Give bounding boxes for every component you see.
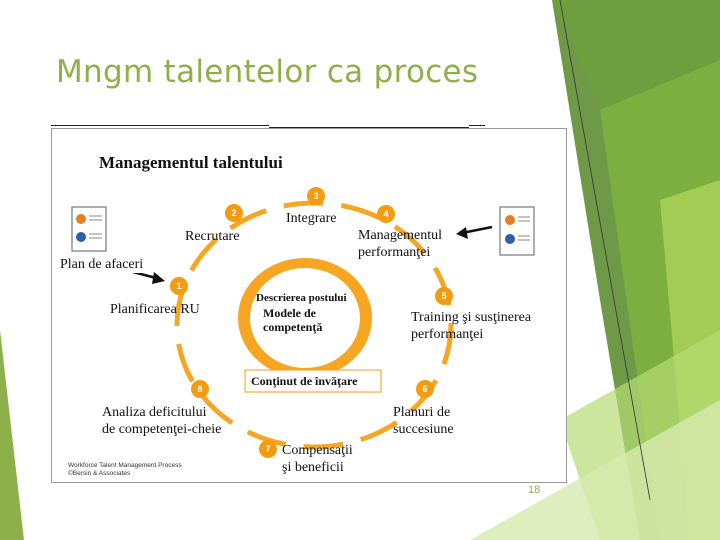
svg-text:8: 8: [197, 384, 202, 394]
svg-text:5: 5: [441, 291, 446, 301]
step-5-marker: 5: [435, 287, 453, 305]
diagram-graphics: 1 2 3 4 5 6 7 8: [71, 187, 535, 458]
step-3-label: Integrare: [286, 211, 337, 226]
step-8-marker: 8: [191, 380, 209, 398]
title-underline: [469, 125, 485, 126]
document-chart-icon-right: [499, 206, 535, 256]
step-3-marker: 3: [307, 187, 325, 205]
step-2-label: Recrutare: [185, 229, 240, 244]
svg-text:4: 4: [383, 209, 388, 219]
step-2-marker: 2: [225, 204, 243, 222]
svg-text:1: 1: [176, 281, 181, 291]
core-circle-center: [250, 268, 360, 368]
document-chart-icon-left: [71, 206, 107, 252]
svg-text:3: 3: [313, 191, 318, 201]
svg-text:6: 6: [422, 384, 427, 394]
job-description-label: Descrierea postului: [256, 292, 347, 304]
step-6-marker: 6: [416, 380, 434, 398]
figure-title: Managementul talentului: [99, 153, 283, 172]
figure-credit: Workforce Talent Management Process©Bers…: [68, 462, 182, 477]
arrow-icon: [456, 225, 493, 239]
step-1-label: Planificarea RU: [110, 302, 200, 317]
business-plan-label: Plan de afaceri: [60, 256, 144, 273]
talent-management-diagram: 1 2 3 4 5 6 7 8: [51, 128, 567, 483]
step-7-marker: 7: [259, 440, 277, 458]
step-1-marker: 1: [170, 277, 188, 295]
slide-title: Mngm talentelor ca proces: [56, 54, 479, 90]
step-4-marker: 4: [377, 205, 395, 223]
title-underline: [51, 125, 269, 126]
learning-content-label: Conţinut de învăţare: [251, 374, 358, 388]
svg-text:2: 2: [231, 208, 236, 218]
title-underline: [269, 127, 469, 128]
svg-text:7: 7: [265, 444, 270, 454]
learning-content-box: [244, 369, 382, 393]
page-number: 18: [528, 484, 541, 496]
